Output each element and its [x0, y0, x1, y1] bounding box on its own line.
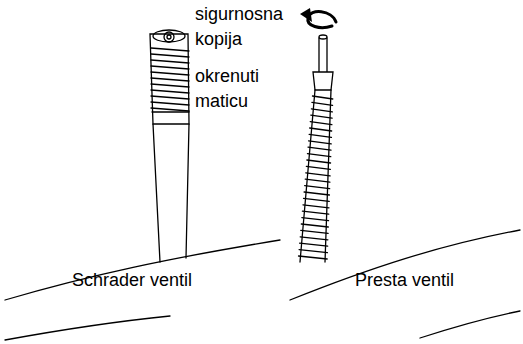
thread-stroke [304, 192, 329, 195]
thread-stroke [307, 160, 331, 163]
presta-threads [299, 96, 333, 259]
thread-stroke [151, 48, 189, 51]
thread-stroke [151, 78, 189, 81]
thread-stroke [151, 72, 189, 75]
thread-stroke [151, 84, 189, 87]
thread-stroke [311, 115, 332, 118]
presta-pin [319, 38, 327, 72]
turn-arrowhead [300, 8, 312, 22]
schrader-cap [150, 34, 189, 124]
thread-stroke [307, 154, 330, 157]
thread-stroke [305, 186, 330, 189]
thread-stroke [300, 237, 328, 240]
thread-stroke [300, 243, 328, 246]
callout-label: okrenuti maticu [195, 64, 295, 114]
thread-stroke [151, 90, 189, 93]
thread-stroke [151, 54, 189, 57]
presta-nut [319, 35, 327, 39]
thread-stroke [299, 250, 327, 253]
presta-head [313, 72, 333, 90]
rim-curve [290, 230, 520, 300]
thread-stroke [310, 122, 332, 125]
valve-name: Presta ventil [355, 268, 515, 293]
schrader-stem [153, 124, 189, 262]
thread-stroke [303, 205, 329, 208]
thread-stroke [151, 108, 189, 111]
rim-curve [420, 311, 520, 338]
thread-stroke [308, 147, 331, 150]
thread-stroke [309, 134, 331, 137]
schrader-threads [151, 48, 189, 111]
callout-label: sigurnosna kopija [195, 2, 295, 52]
thread-stroke [151, 96, 189, 99]
thread-stroke [299, 256, 328, 259]
thread-stroke [301, 230, 328, 233]
thread-stroke [312, 102, 333, 105]
thread-stroke [310, 128, 332, 131]
schrader-top [153, 30, 185, 42]
thread-stroke [301, 224, 328, 227]
schrader-ring [152, 111, 189, 112]
thread-stroke [151, 60, 189, 63]
thread-stroke [312, 96, 332, 99]
thread-stroke [306, 173, 330, 176]
thread-stroke [311, 109, 332, 112]
valve-name: Schrader ventil [72, 268, 232, 293]
thread-stroke [305, 179, 330, 182]
turn-arrow [308, 12, 336, 28]
thread-stroke [151, 102, 189, 105]
schrader-pin [167, 35, 171, 39]
thread-stroke [304, 198, 330, 201]
thread-stroke [302, 211, 328, 214]
rim-curve [5, 316, 170, 340]
rim-curve [5, 240, 280, 300]
thread-stroke [302, 218, 329, 221]
thread-stroke [309, 141, 332, 144]
thread-stroke [151, 66, 189, 69]
thread-stroke [306, 166, 330, 169]
schrader-core [164, 32, 174, 42]
